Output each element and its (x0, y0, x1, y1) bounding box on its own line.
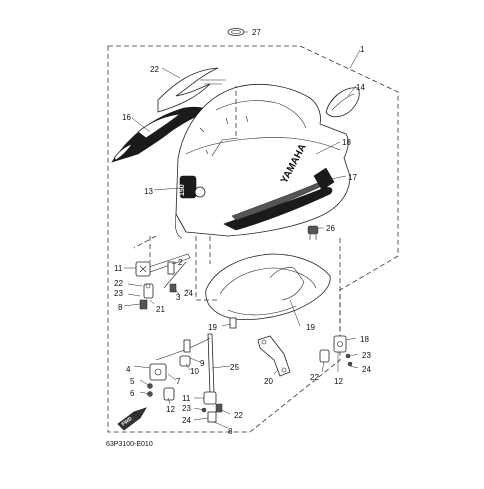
left-side-decal (111, 106, 214, 163)
clip-part (307, 225, 319, 240)
latch-assembly-lower-center (201, 391, 223, 423)
reference-lines (133, 86, 341, 332)
callout-23-upper: 22 (114, 279, 123, 288)
callout-5: 5 (130, 377, 135, 386)
callout-22-right: 22 (310, 373, 319, 382)
callout-20: 18 (342, 138, 351, 147)
callout-23-lower: 23 (182, 404, 191, 413)
callout-3: 3 (176, 293, 181, 302)
fwd-direction-mark: FWD (117, 407, 147, 431)
callout-4: 4 (126, 365, 131, 374)
callout-11-upper: 11 (114, 264, 123, 273)
callout-19-left: 16 (122, 113, 131, 122)
emblem-plate-part (325, 87, 360, 118)
model-badge: 150 (179, 184, 186, 196)
top-cowling (174, 83, 351, 239)
callout-8-upper: 8 (118, 303, 123, 312)
callout-9: 9 (200, 359, 205, 368)
seal-rubber (205, 253, 331, 320)
callout-2: 2 (178, 258, 183, 267)
callout-25-upper: 24 (184, 289, 193, 298)
bracket-part (257, 335, 291, 377)
callout-24-lower: 24 (182, 416, 191, 425)
callout-17: 13 (144, 187, 153, 196)
callout-22-upper: 21 (156, 305, 165, 314)
callout-27: 27 (252, 28, 261, 37)
callout-18: 14 (356, 83, 365, 92)
callout-11-lower: 11 (182, 394, 191, 403)
latch-assembly-upper-left (135, 261, 154, 310)
callout-13: 18 (360, 335, 369, 344)
screw-part (167, 261, 175, 275)
callout-22-lower: 22 (234, 411, 243, 420)
leader-lines (123, 31, 361, 429)
callout-25-lower: 25 (230, 363, 239, 372)
callout-8-lower: 8 (228, 427, 233, 436)
callout-26: 26 (326, 224, 335, 233)
callout-24-upper: 23 (114, 289, 123, 298)
bolt-part (229, 317, 237, 329)
latch-assembly-lower-left (147, 339, 191, 401)
drawing-code: 63P3100-E010 (106, 441, 153, 448)
latch-assembly-right (319, 335, 353, 367)
upper-stripe-decal (157, 67, 226, 113)
grommet-part (227, 28, 245, 36)
callout-10: 10 (190, 367, 199, 376)
callout-7: 7 (176, 377, 181, 386)
callout-12-lower: 12 (166, 405, 175, 414)
callout-21: 22 (150, 65, 159, 74)
callout-23-right: 23 (362, 351, 371, 360)
fwd-label: FWD (121, 416, 134, 428)
callout-16: 20 (264, 377, 273, 386)
callout-24-right: 24 (362, 365, 371, 374)
callout-12-right: 12 (334, 377, 343, 386)
callout-6: 6 (130, 389, 135, 398)
callout-15: 19 (208, 323, 217, 332)
callout-14: 19 (306, 323, 315, 332)
washer-part (169, 283, 177, 293)
callout-19-right: 17 (348, 173, 357, 182)
callout-1: 1 (360, 45, 365, 54)
